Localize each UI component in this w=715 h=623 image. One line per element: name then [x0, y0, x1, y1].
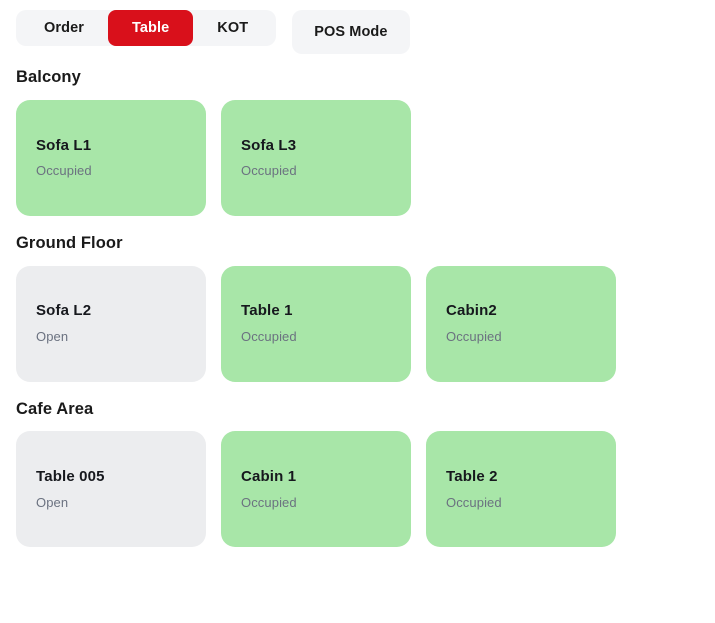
table-card-sofa-l2[interactable]: Sofa L2 Open — [16, 265, 206, 382]
table-card-title: Cabin2 — [446, 302, 497, 320]
table-card-cabin-1[interactable]: Cabin 1 Occupied — [221, 431, 411, 548]
floor-sections: Balcony Sofa L1 Occupied Sofa L3 Occupie… — [16, 68, 706, 565]
table-card-status: Open — [36, 329, 69, 345]
table-card-status: Occupied — [446, 494, 502, 510]
table-card-table-1[interactable]: Table 1 Occupied — [221, 265, 411, 382]
section-cafe-area: Cafe Area Table 005 Open Cabin 1 Occupie… — [16, 400, 706, 548]
table-card-title: Sofa L2 — [36, 302, 92, 320]
table-card-title: Sofa L1 — [36, 136, 92, 154]
section-title-ground-floor: Ground Floor — [16, 233, 123, 252]
section-ground-floor: Ground Floor Sofa L2 Open Table 1 Occupi… — [16, 234, 706, 382]
view-mode-tabbar: Order Table KOT POS Mode — [16, 10, 410, 54]
table-card-status: Occupied — [241, 163, 297, 179]
tab-order[interactable]: Order — [44, 20, 84, 36]
table-card-status: Occupied — [241, 494, 297, 510]
tab-group: Order Table KOT — [16, 10, 277, 46]
table-card-status: Open — [36, 494, 69, 510]
section-balcony: Balcony Sofa L1 Occupied Sofa L3 Occupie… — [16, 68, 706, 216]
card-row-cafe-area: Table 005 Open Cabin 1 Occupied Table 2 … — [16, 431, 706, 548]
section-title-cafe-area: Cafe Area — [16, 399, 94, 418]
table-card-status: Occupied — [36, 163, 92, 179]
section-title-balcony: Balcony — [16, 68, 81, 86]
tab-pos-mode[interactable]: POS Mode — [292, 10, 410, 54]
table-card-status: Occupied — [446, 329, 502, 345]
table-card-title: Cabin 1 — [241, 468, 297, 486]
card-row-balcony: Sofa L1 Occupied Sofa L3 Occupied — [16, 99, 706, 216]
table-card-title: Sofa L3 — [241, 136, 297, 154]
table-card-sofa-l1[interactable]: Sofa L1 Occupied — [16, 99, 206, 216]
table-card-title: Table 005 — [36, 468, 105, 486]
table-card-status: Occupied — [241, 329, 297, 345]
card-row-ground-floor: Sofa L2 Open Table 1 Occupied Cabin2 Occ… — [16, 265, 706, 382]
tab-kot[interactable]: KOT — [217, 20, 249, 36]
table-card-title: Table 2 — [446, 468, 498, 486]
table-card-sofa-l3[interactable]: Sofa L3 Occupied — [221, 99, 411, 216]
table-card-table-005[interactable]: Table 005 Open — [16, 431, 206, 548]
table-card-title: Table 1 — [241, 302, 293, 320]
table-card-table-2[interactable]: Table 2 Occupied — [426, 431, 616, 548]
table-card-cabin2[interactable]: Cabin2 Occupied — [426, 265, 616, 382]
tab-table[interactable]: Table — [108, 10, 194, 46]
